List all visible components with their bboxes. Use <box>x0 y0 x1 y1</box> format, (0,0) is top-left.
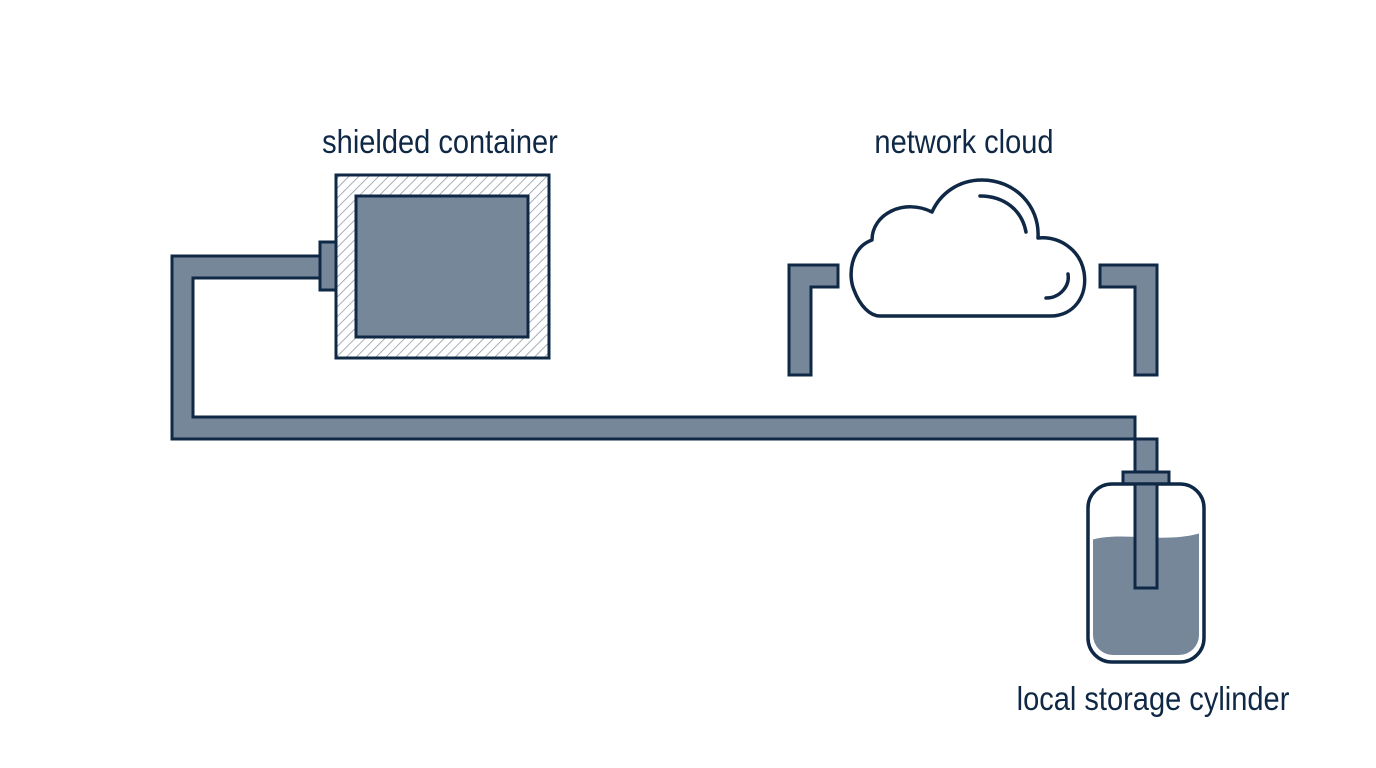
cloud-highlight-lower <box>1044 272 1070 300</box>
cloud-icon <box>849 178 1087 318</box>
shielded-container <box>318 173 551 360</box>
cloud-highlight-upper <box>978 194 1028 234</box>
network-cloud-label: network cloud <box>874 123 1053 160</box>
cloud-right-pipe <box>1098 263 1159 377</box>
network-cloud <box>787 178 1159 377</box>
local-storage-cylinder <box>1086 470 1206 664</box>
shielded-container-label: shielded container <box>322 123 558 160</box>
container-core <box>354 194 530 339</box>
container-fitting <box>318 240 338 292</box>
cloud-left-pipe <box>787 263 840 377</box>
cylinder-inner-pipe <box>1133 482 1159 590</box>
local-storage-cylinder-label: local storage cylinder <box>1017 680 1290 717</box>
cylinder-liquid <box>1093 533 1199 655</box>
